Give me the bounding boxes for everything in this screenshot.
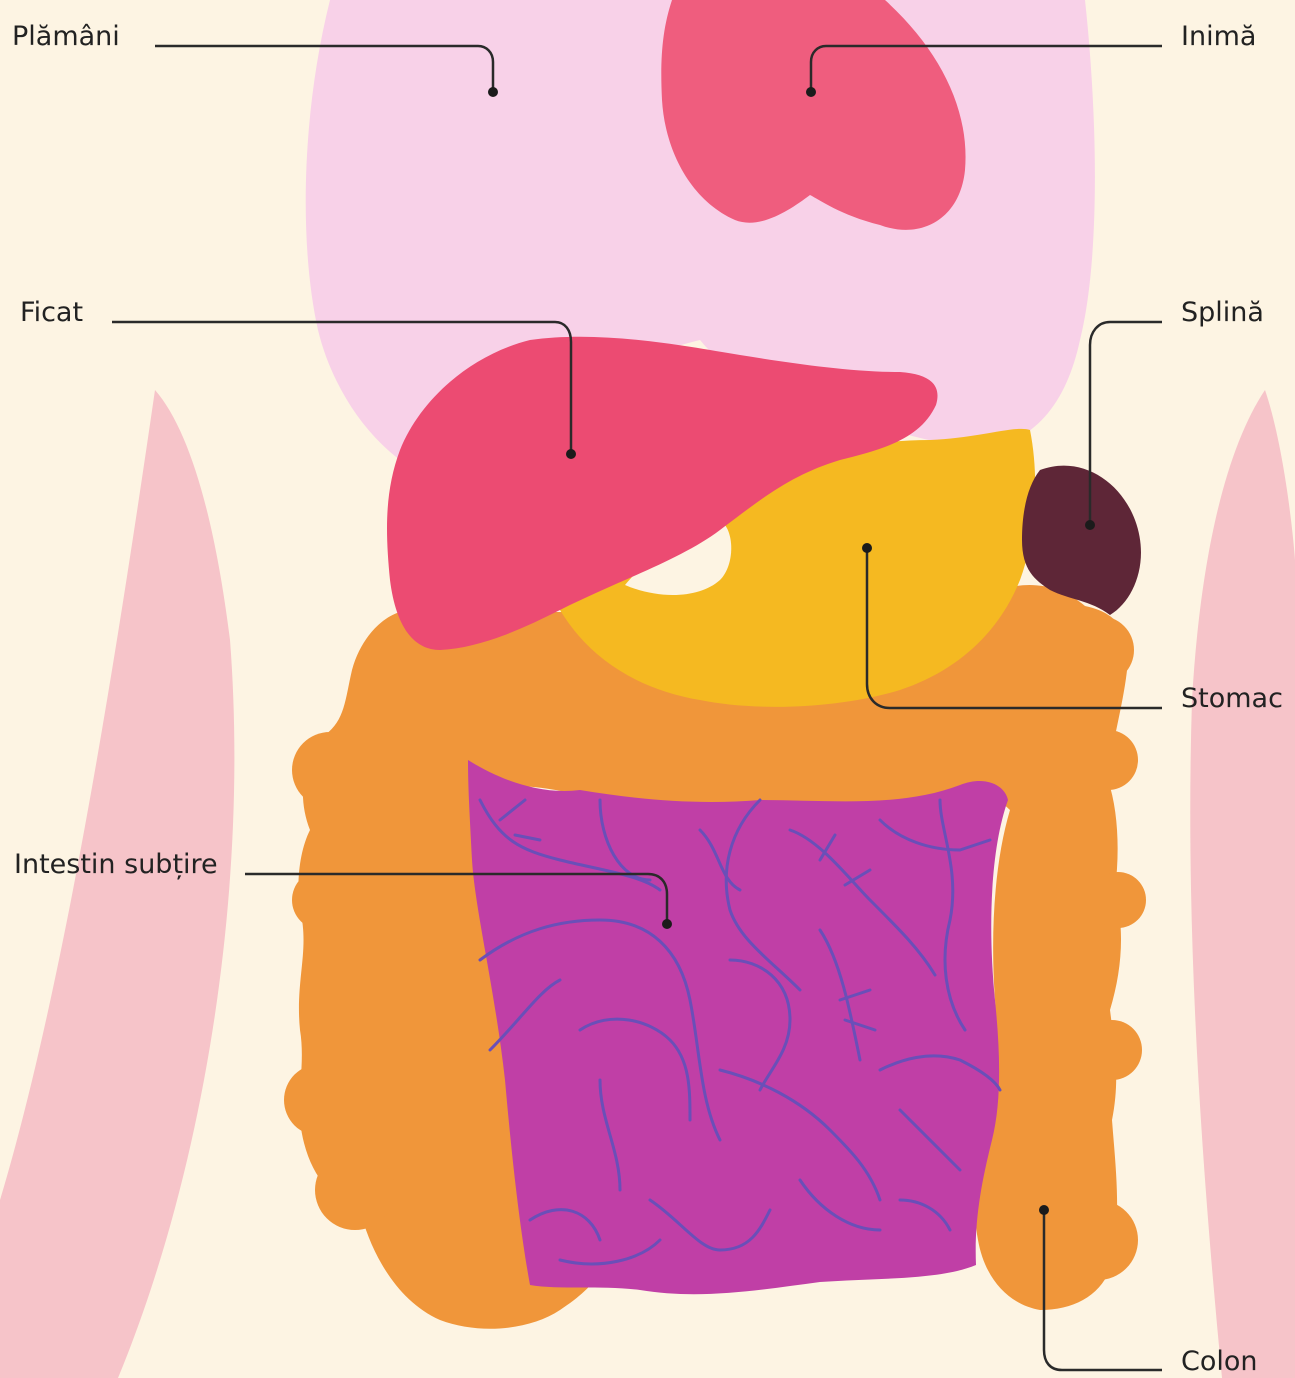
label-stomach: Stomac	[1181, 683, 1283, 714]
leader-dot-heart	[806, 87, 816, 97]
leader-dot-liver	[566, 449, 576, 459]
label-lungs: Plămâni	[12, 21, 120, 52]
leader-dot-spleen	[1085, 520, 1095, 530]
leader-dot-lungs	[488, 87, 498, 97]
label-colon: Colon	[1181, 1346, 1258, 1377]
leader-dot-colon	[1039, 1205, 1049, 1215]
small-intestine-shape	[468, 760, 1008, 1294]
leader-dot-stomach	[862, 543, 872, 553]
leader-dot-small-intestine	[662, 919, 672, 929]
body-side-right	[1190, 390, 1295, 1378]
label-heart: Inimă	[1181, 21, 1256, 52]
label-liver: Ficat	[20, 297, 83, 328]
label-spleen: Splină	[1181, 297, 1264, 328]
label-small-intestine: Intestin subțire	[14, 849, 218, 880]
body-side-left	[0, 390, 234, 1378]
